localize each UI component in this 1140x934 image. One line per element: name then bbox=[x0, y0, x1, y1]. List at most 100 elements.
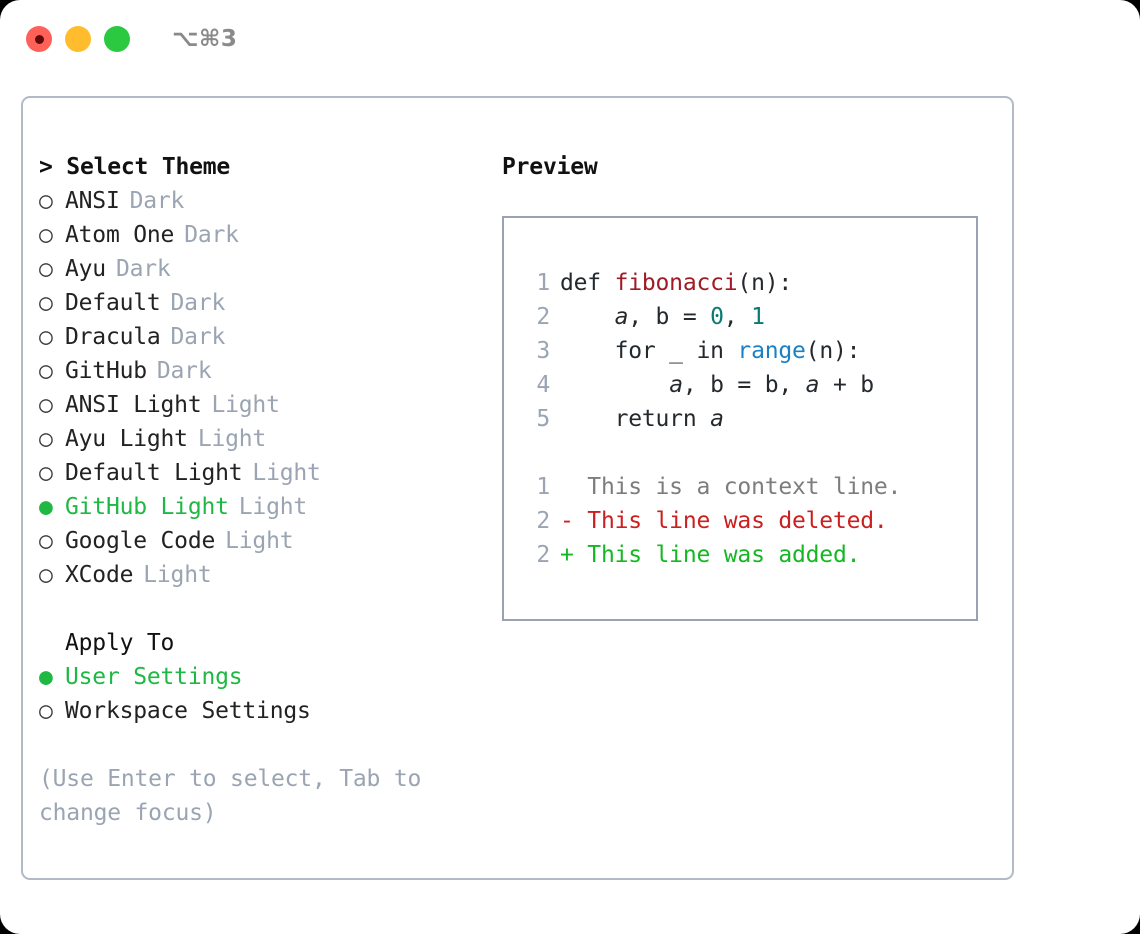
theme-row[interactable]: ○ Ayu Dark bbox=[39, 252, 499, 286]
code-line: 5 return a bbox=[504, 402, 976, 436]
code-token-number: 0 bbox=[710, 304, 724, 330]
code-line-content: for _ in range(n): bbox=[560, 334, 861, 368]
diff-line-number: 1 bbox=[536, 474, 550, 500]
radio-unselected-icon: ○ bbox=[39, 426, 53, 452]
code-diff-spacer bbox=[504, 436, 976, 470]
radio-unselected-icon: ○ bbox=[39, 222, 53, 248]
theme-variant-tag: Light bbox=[252, 460, 321, 486]
code-token-plain: (n): bbox=[805, 338, 861, 364]
diff-line: 1 This is a context line. bbox=[504, 470, 976, 504]
theme-name-label: Atom One bbox=[65, 222, 175, 248]
diff-line-number: 2 bbox=[536, 508, 550, 534]
radio-selected-icon: ● bbox=[39, 494, 53, 520]
radio-unselected-icon: ○ bbox=[39, 698, 53, 724]
code-token-var: a bbox=[614, 304, 629, 330]
diff-marker-added: + bbox=[560, 542, 588, 568]
theme-row[interactable]: ● GitHub Light Light bbox=[39, 490, 499, 524]
diff-line: 2 + This line was added. bbox=[504, 538, 976, 572]
code-line-number: 3 bbox=[536, 338, 550, 364]
code-line: 4 a, b = b, a + b bbox=[504, 368, 976, 402]
theme-name-label: GitHub bbox=[65, 358, 147, 384]
code-token-call: range bbox=[737, 338, 806, 364]
theme-variant-tag: Light bbox=[225, 528, 294, 554]
theme-variant-tag: Dark bbox=[129, 188, 185, 214]
radio-unselected-icon: ○ bbox=[39, 392, 53, 418]
apply-to-label: Workspace Settings bbox=[65, 698, 311, 724]
zoom-button-icon[interactable] bbox=[104, 26, 130, 52]
apply-to-heading: Apply To bbox=[65, 630, 175, 656]
theme-row[interactable]: ○ ANSI Dark bbox=[39, 184, 499, 218]
close-button-icon[interactable] bbox=[26, 26, 52, 52]
code-token-var: a bbox=[710, 406, 724, 432]
theme-variant-tag: Light bbox=[197, 426, 267, 452]
recording-indicator-icon bbox=[34, 34, 44, 44]
code-token-plain: for _ in bbox=[560, 338, 738, 364]
theme-row[interactable]: ○ Atom One Dark bbox=[39, 218, 499, 252]
apply-to-list[interactable]: ● User Settings ○ Workspace Settings bbox=[39, 660, 499, 728]
apply-to-row[interactable]: ● User Settings bbox=[39, 660, 499, 694]
code-token-number: 1 bbox=[751, 304, 765, 330]
theme-variant-tag: Light bbox=[238, 494, 308, 520]
diff-marker-deleted: - bbox=[560, 508, 588, 534]
theme-variant-tag: Dark bbox=[170, 324, 226, 350]
theme-name-label: Google Code bbox=[65, 528, 216, 554]
theme-variant-tag: Dark bbox=[184, 222, 239, 248]
title-bar: ⌥⌘3 bbox=[0, 0, 1140, 78]
radio-unselected-icon: ○ bbox=[39, 562, 53, 588]
theme-variant-tag: Light bbox=[143, 562, 212, 588]
radio-unselected-icon: ○ bbox=[39, 188, 53, 214]
code-token-plain: return bbox=[560, 406, 711, 432]
radio-selected-icon: ● bbox=[39, 664, 53, 690]
diff-line-text: This line was deleted. bbox=[587, 508, 888, 534]
code-token-plain bbox=[560, 372, 669, 398]
diff-line-number: 2 bbox=[536, 542, 550, 568]
theme-name-label: Ayu Light bbox=[65, 426, 188, 452]
preview-title: Preview bbox=[502, 154, 598, 180]
code-token-plain: def bbox=[560, 270, 615, 296]
code-line-number: 5 bbox=[536, 406, 550, 432]
code-token-plain: (n): bbox=[737, 270, 793, 296]
diff-line-text: This is a context line. bbox=[587, 474, 902, 500]
code-line: 3 for _ in range(n): bbox=[504, 334, 976, 368]
theme-name-label: GitHub Light bbox=[65, 494, 229, 520]
theme-row[interactable]: ○ Google Code Light bbox=[39, 524, 499, 558]
radio-unselected-icon: ○ bbox=[39, 256, 53, 282]
diff-line-text: This line was added. bbox=[587, 542, 861, 568]
theme-variant-tag: Dark bbox=[156, 358, 212, 384]
traffic-light-group bbox=[26, 26, 130, 52]
diff-sample: 1 This is a context line.2- This line wa… bbox=[504, 470, 976, 572]
radio-unselected-icon: ○ bbox=[39, 528, 53, 554]
theme-row[interactable]: ○ Ayu Light Light bbox=[39, 422, 499, 456]
keyboard-hint-text: (Use Enter to select, Tab to change focu… bbox=[39, 766, 422, 826]
apply-to-label: User Settings bbox=[65, 664, 243, 690]
radio-unselected-icon: ○ bbox=[39, 290, 53, 316]
theme-name-label: ANSI bbox=[65, 188, 120, 214]
code-token-plain: + b bbox=[819, 372, 874, 398]
code-token-function: fibonacci bbox=[614, 270, 738, 296]
diff-line: 2- This line was deleted. bbox=[504, 504, 976, 538]
code-token-plain bbox=[560, 304, 615, 330]
theme-row[interactable]: ○ XCode Light bbox=[39, 558, 499, 592]
theme-name-label: Default Light bbox=[65, 460, 243, 486]
theme-variant-tag: Dark bbox=[115, 256, 171, 282]
code-token-plain: , bbox=[723, 304, 752, 330]
code-line-content: def fibonacci(n): bbox=[560, 266, 792, 300]
theme-name-label: XCode bbox=[65, 562, 134, 588]
code-line-content: return a bbox=[560, 402, 724, 436]
apply-to-row[interactable]: ○ Workspace Settings bbox=[39, 694, 499, 728]
code-token-var: a bbox=[805, 372, 820, 398]
code-line-content: a, b = 0, 1 bbox=[560, 300, 765, 334]
theme-name-label: Ayu bbox=[65, 256, 106, 282]
minimize-button-icon[interactable] bbox=[65, 26, 91, 52]
list-spacer bbox=[39, 592, 499, 626]
